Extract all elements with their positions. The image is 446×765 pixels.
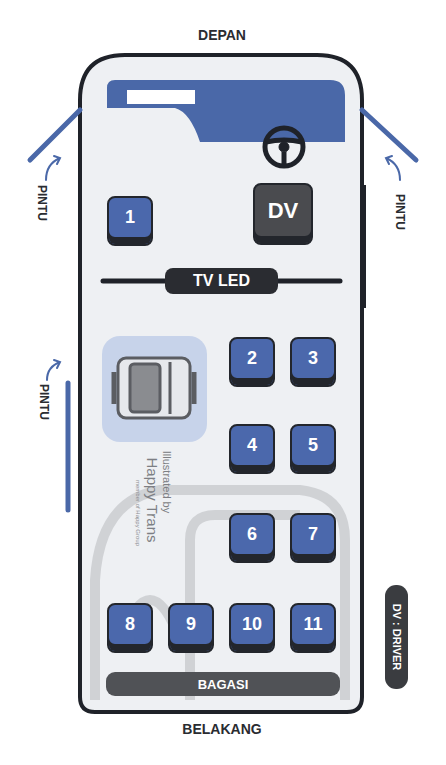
seat-label: 7: [308, 524, 318, 545]
seat-box: 3: [290, 337, 336, 387]
van-badge: [102, 336, 207, 442]
seat-box: 2: [229, 337, 275, 387]
front-label: DEPAN: [198, 27, 246, 43]
steering-wheel: [265, 128, 303, 166]
rear-label: BELAKANG: [182, 721, 261, 737]
seat-label: DV : DRIVER: [391, 604, 403, 671]
luggage-band: BAGASI: [106, 672, 340, 696]
seat-label: BAGASI: [198, 677, 249, 692]
door-arrows: [46, 156, 400, 380]
seat-label: 6: [247, 524, 257, 545]
van-icon: [114, 358, 194, 418]
seat-label: 5: [308, 435, 318, 456]
seat-label: 3: [308, 348, 318, 369]
seat-label: 11: [303, 614, 322, 635]
legend-pill: DV : DRIVER: [385, 585, 408, 689]
seat-box: 8: [107, 603, 153, 653]
seat-label: 4: [247, 435, 257, 456]
door-label: PINTU: [35, 185, 49, 221]
door-label: PINTU: [37, 384, 51, 420]
watermark: member of Happy Group: [135, 480, 141, 546]
seat-box: 9: [168, 603, 214, 653]
seat-label: 9: [186, 614, 196, 635]
background-art: [95, 490, 345, 700]
seat-label: 2: [247, 348, 257, 369]
watermark: Illustrated by: [161, 451, 173, 513]
sign-panel: [127, 90, 195, 104]
seat-box: 1: [107, 196, 153, 246]
seat-box: 7: [290, 513, 336, 563]
door-marks: [30, 110, 416, 510]
tv-band: TV LED: [165, 268, 278, 294]
seat-label: TV LED: [193, 272, 250, 290]
driver-seat: DV: [253, 183, 313, 245]
seat-label: 10: [242, 614, 262, 635]
seat-box: 5: [290, 424, 336, 474]
watermark: Happy Trans: [144, 457, 161, 542]
seat-label: 8: [125, 614, 135, 635]
seat-label: 1: [125, 207, 135, 228]
windshield: [107, 80, 345, 142]
wall-marks: [80, 185, 364, 310]
door-label: PINTU: [393, 194, 407, 230]
seat-label: DV: [268, 198, 299, 224]
seat-box: 6: [229, 513, 275, 563]
seat-box: 10: [229, 603, 275, 653]
seat-box: 11: [290, 603, 336, 653]
seat-box: 4: [229, 424, 275, 474]
bus-body: [80, 55, 362, 712]
